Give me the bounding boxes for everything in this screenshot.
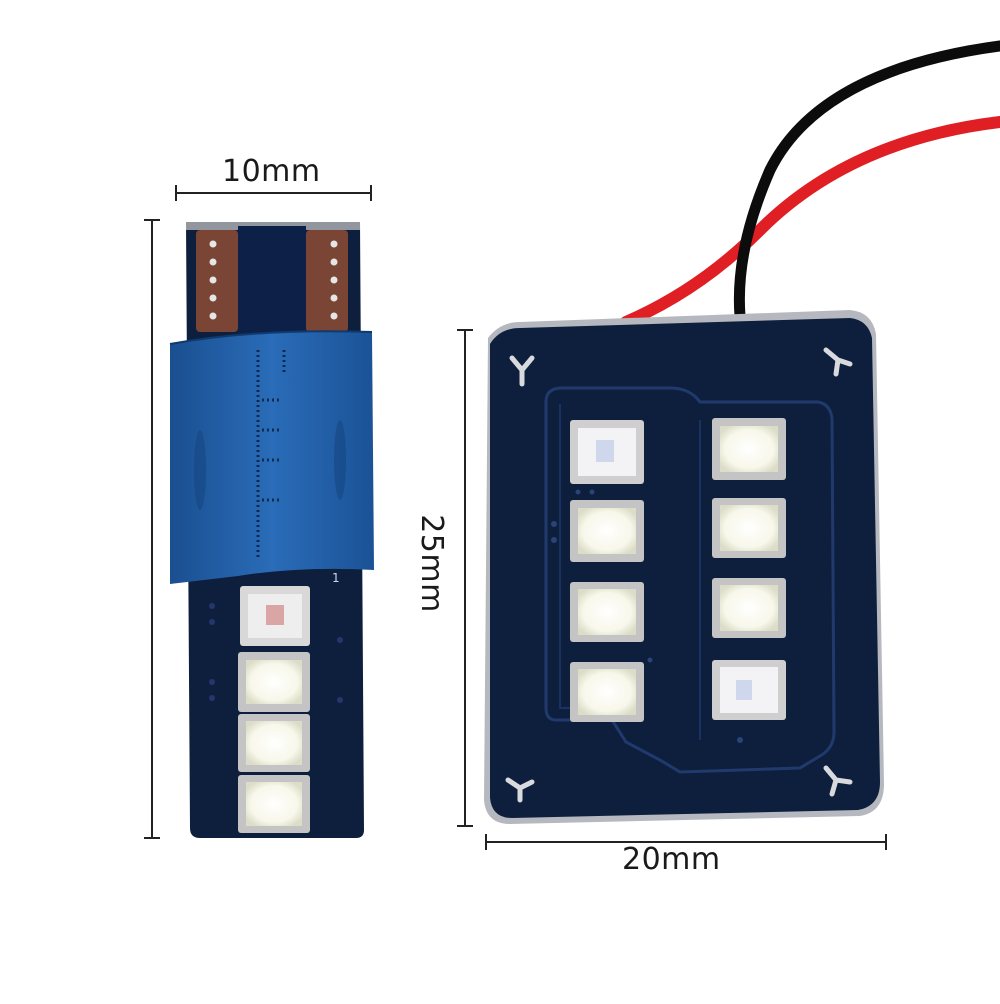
- corner-holes: [505, 347, 853, 803]
- dimension-label-20mm: 20mm: [622, 842, 721, 877]
- dimension-line-25mm: [457, 329, 473, 827]
- red-wire: [620, 116, 1000, 328]
- dimension-label-10mm: 10mm: [222, 154, 321, 189]
- copper-contact-left: [196, 230, 238, 332]
- blue-tape-wrap: [170, 331, 374, 584]
- t10-led-bulb: 1: [169, 222, 374, 838]
- svg-text:1: 1: [332, 571, 340, 585]
- power-wires: [620, 40, 1000, 328]
- copper-contact-right: [306, 230, 348, 332]
- dimension-line-t10-height: [144, 219, 160, 839]
- tape-print: [256, 350, 286, 560]
- panel-led-chips: [570, 418, 786, 722]
- dimension-label-25mm: 25mm: [413, 514, 449, 613]
- dimension-line-20mm: [485, 834, 887, 850]
- led-panel: [484, 310, 884, 824]
- black-wire: [733, 40, 1000, 322]
- t10-led-chips: [238, 586, 310, 833]
- dimension-line-10mm: [175, 185, 372, 201]
